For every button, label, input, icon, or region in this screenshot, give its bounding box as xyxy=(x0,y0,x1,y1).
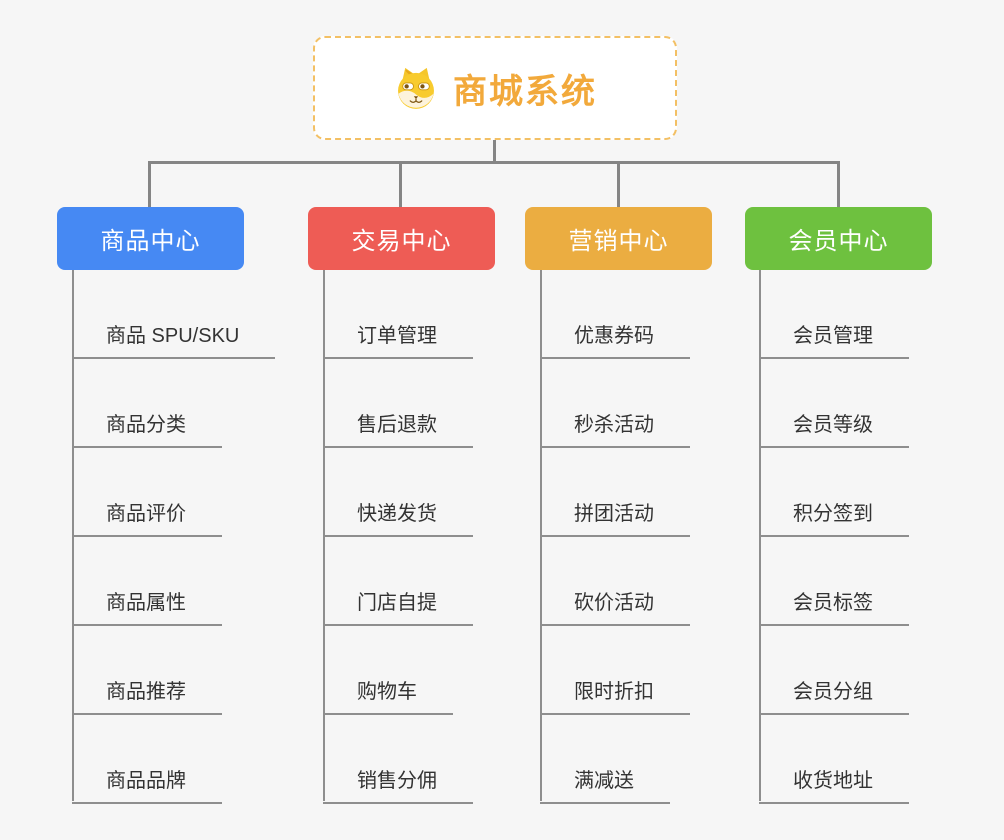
root-title: 商城系统 xyxy=(453,72,597,111)
leaf-node[interactable]: 优惠券码 xyxy=(540,323,690,359)
connector-drop-marketing xyxy=(617,161,620,208)
branch-node-member-center[interactable]: 会员中心 xyxy=(745,207,932,270)
leaf-node[interactable]: 砍价活动 xyxy=(540,590,690,626)
connector-drop-member xyxy=(837,161,840,208)
leaf-node[interactable]: 快递发货 xyxy=(323,501,473,537)
leaf-node[interactable]: 售后退款 xyxy=(323,412,473,448)
branch-node-product-center[interactable]: 商品中心 xyxy=(57,207,244,270)
leaf-node[interactable]: 门店自提 xyxy=(323,590,473,626)
connector-horizontal xyxy=(148,161,840,164)
branch-node-trade-center[interactable]: 交易中心 xyxy=(308,207,495,270)
branch-children-member-center: 会员管理 会员等级 积分签到 会员标签 会员分组 收货地址 xyxy=(759,270,909,804)
leaf-node[interactable]: 销售分佣 xyxy=(323,768,473,804)
leaf-node[interactable]: 商品 SPU/SKU xyxy=(72,323,276,359)
leaf-node[interactable]: 会员标签 xyxy=(759,590,909,626)
branch-children-trade-center: 订单管理 售后退款 快递发货 门店自提 购物车 销售分佣 xyxy=(323,270,473,804)
leaf-node[interactable]: 积分签到 xyxy=(759,501,909,537)
leaf-node[interactable]: 商品品牌 xyxy=(72,768,222,804)
leaf-node[interactable]: 商品评价 xyxy=(72,501,222,537)
leaf-node[interactable]: 收货地址 xyxy=(759,768,909,804)
shiba-dog-icon xyxy=(398,67,434,109)
leaf-node[interactable]: 订单管理 xyxy=(323,323,473,359)
leaf-node[interactable]: 会员分组 xyxy=(759,679,909,715)
branch-children-marketing-center: 优惠券码 秒杀活动 拼团活动 砍价活动 限时折扣 满减送 xyxy=(540,270,690,804)
leaf-node[interactable]: 商品分类 xyxy=(72,412,222,448)
leaf-node[interactable]: 拼团活动 xyxy=(540,501,690,537)
leaf-node[interactable]: 满减送 xyxy=(540,768,670,804)
branch-node-marketing-center[interactable]: 营销中心 xyxy=(525,207,712,270)
connector-drop-trade xyxy=(399,161,402,208)
leaf-node[interactable]: 会员等级 xyxy=(759,412,909,448)
leaf-node[interactable]: 会员管理 xyxy=(759,323,909,359)
leaf-node[interactable]: 购物车 xyxy=(323,679,453,715)
leaf-node[interactable]: 秒杀活动 xyxy=(540,412,690,448)
branch-children-product-center: 商品 SPU/SKU 商品分类 商品评价 商品属性 商品推荐 商品品牌 xyxy=(72,270,276,804)
connector-root-stub xyxy=(493,140,496,163)
leaf-node[interactable]: 商品属性 xyxy=(72,590,222,626)
leaf-node[interactable]: 商品推荐 xyxy=(72,679,222,715)
connector-drop-product xyxy=(148,161,151,208)
root-node[interactable]: 商城系统 xyxy=(313,36,677,140)
leaf-node[interactable]: 限时折扣 xyxy=(540,679,690,715)
